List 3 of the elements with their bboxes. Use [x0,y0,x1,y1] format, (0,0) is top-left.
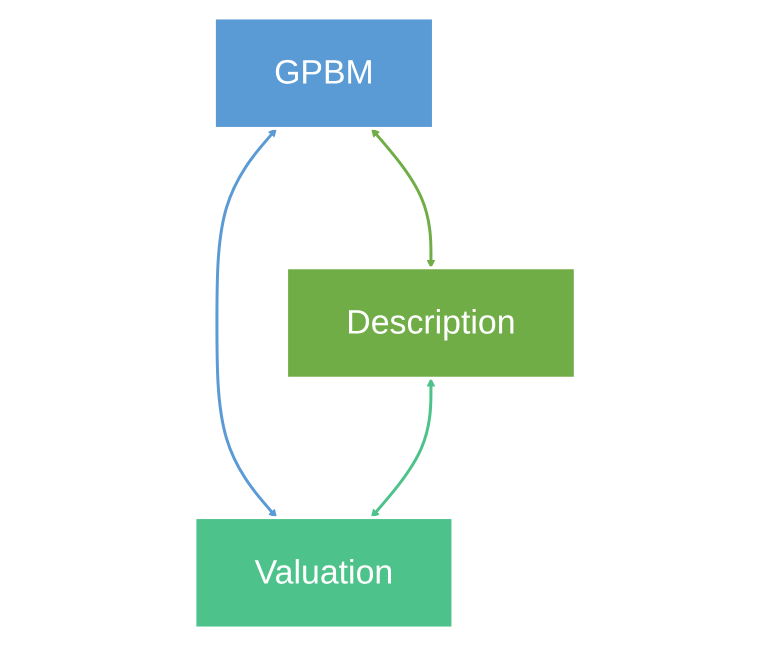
arrow [371,378,436,518]
arrow [372,128,436,268]
arrow [216,128,278,518]
